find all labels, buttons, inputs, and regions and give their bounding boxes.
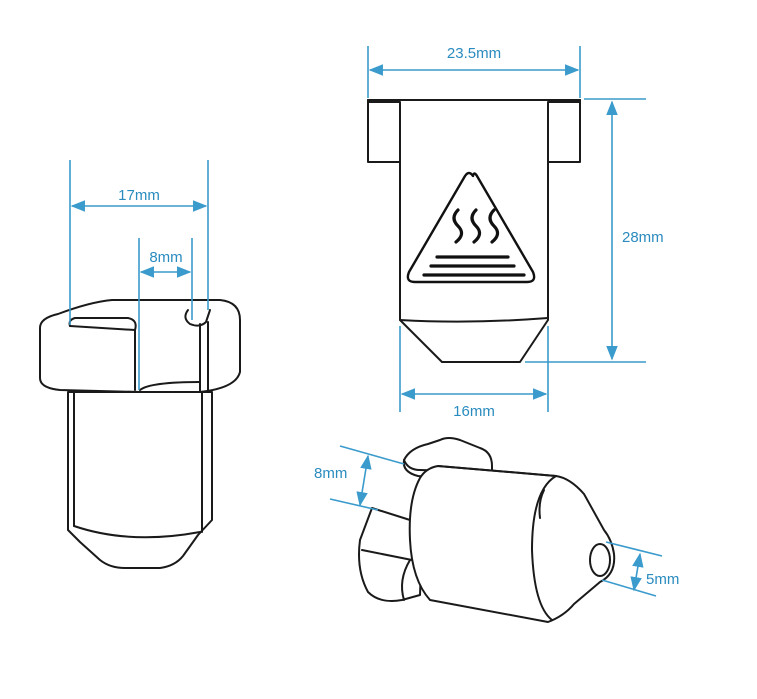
iso-view-nozzle-hole: [589, 543, 611, 577]
dim-5mm: 5mm: [646, 571, 679, 588]
dim-8mm-side: 8mm: [149, 249, 182, 266]
dim-8mm-iso: 8mm: [314, 465, 347, 482]
iso-view-body: [408, 465, 616, 623]
dim-16mm: 16mm: [453, 403, 495, 420]
iso-view: 8mm 5mm: [314, 437, 679, 623]
side-view: 17mm 8mm: [39, 160, 241, 569]
dim-28mm: 28mm: [622, 229, 664, 246]
front-view: 23.5mm 28mm 16mm: [367, 45, 664, 420]
dim-23-5mm: 23.5mm: [447, 45, 501, 62]
front-view-left-tab: [367, 99, 403, 163]
dim-17mm: 17mm: [118, 187, 160, 204]
hot-surface-warning-icon: [406, 171, 536, 284]
side-view-body: [67, 391, 213, 569]
front-view-body: [367, 99, 581, 363]
front-view-right-tab: [545, 99, 581, 163]
